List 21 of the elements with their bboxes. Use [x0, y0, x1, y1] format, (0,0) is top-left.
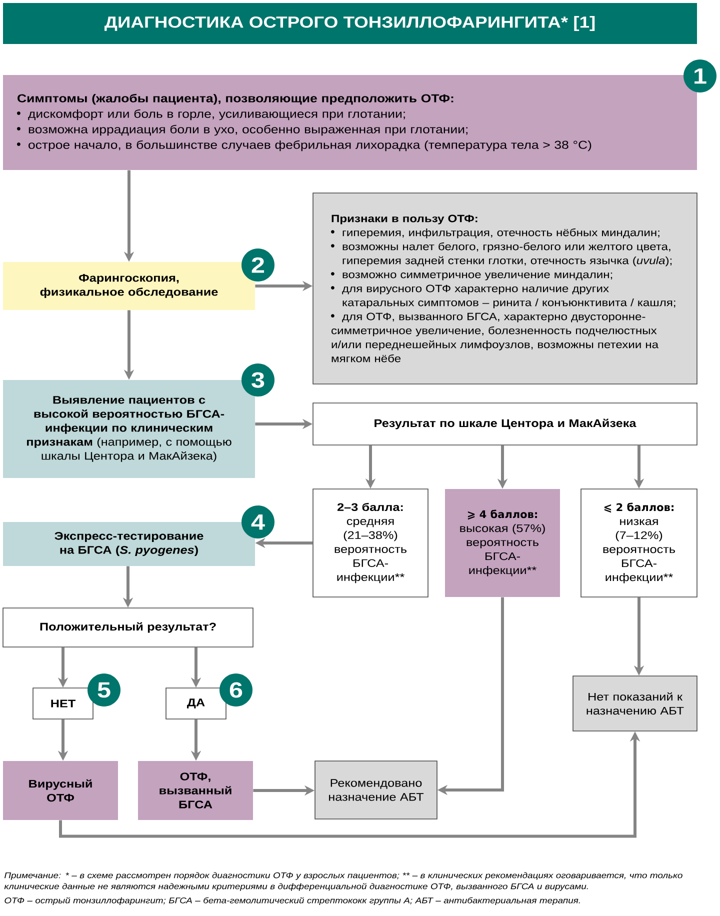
- number-badge: 2: [242, 248, 274, 282]
- recommendation-box: Нет показаний к назначению АБТ: [572, 676, 698, 732]
- decision-box: Положительный результат?: [2, 608, 254, 648]
- note: Примечание: * – в схеме рассмотрен порядок диагностики ОТФ у взрослых пациентов; ** – в клинических рекомендациях оговаривается, что только клинические данные не являются надежными критериями в дифференциальной диагностике ОТФ, вызванного БГСА и вирусами.: [4, 872, 682, 891]
- score-box: ⩾ 4 баллов: высокая (57%) вероятность БГСА-инфекции**: [445, 489, 560, 597]
- signs-box: Признаки в пользу ОТФ: гиперемия, инфильтрация, отечность нёбных миндалин; возможны налет белого, грязно-белого или желтого цвета, гиперемия задней стенки глотки, отечность язычка (uvula); возможно симметричное увеличение миндалин; для вирусного ОТФ характерно наличие других катаральных симптомов – ринита / конъюнктивита / кашля; для ОТФ, вызванного БГСА, характерно двусторонне-симметричное увеличение, болезненность подчелюстных и/или переднешейных лимфоузлов, возможны петехии на мягком нёбе: [312, 192, 698, 384]
- number-badge: 3: [242, 364, 274, 396]
- number-badge: 1: [684, 60, 716, 92]
- title-band: ДИАГНОСТИКА ОСТРОГО ТОНЗИЛЛОФАРИНГИТА* [1]: [3, 3, 697, 44]
- recommendation-box: Рекомендовано назначение АБТ: [314, 760, 438, 820]
- outcome-box: ОТФ, вызванный БГСА: [138, 761, 253, 820]
- outcome-box: Вирусный ОТФ: [3, 761, 118, 820]
- note: ОТФ – острый тонзиллофарингит; БГСА – бета-гемолитический стрептококк группы А; АБТ – антибактериальная терапия.: [4, 897, 580, 905]
- result-box: Результат по шкале Центора и МакАйзека: [312, 402, 698, 446]
- score-box: 2–3 балла: средняя (21–38%) вероятность БГСА-инфекции**: [312, 488, 428, 598]
- number-badge: 4: [242, 506, 274, 538]
- number-badge: 6: [220, 674, 252, 706]
- number-badge: 5: [88, 674, 120, 706]
- score-box: ⩽ 2 баллов: низкая (7–12%) вероятность БГСА-инфекции**: [580, 488, 698, 598]
- answer-box: ДА: [166, 688, 226, 720]
- answer-box: НЕТ: [32, 688, 94, 720]
